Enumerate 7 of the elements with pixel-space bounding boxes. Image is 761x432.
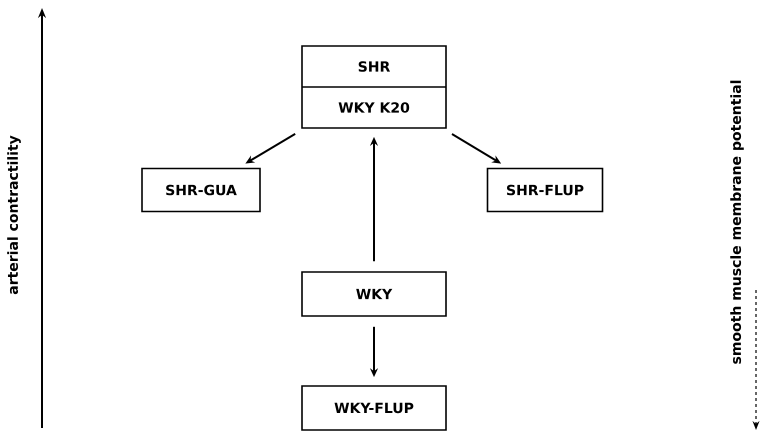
axis-label: smooth muscle membrane potential <box>730 80 744 364</box>
split-box: SHR WKY K20 <box>301 45 447 129</box>
label-box: WKY-FLUP <box>301 385 447 431</box>
label-box: WKY <box>301 271 447 317</box>
label-box: SHR-GUA <box>141 168 261 212</box>
label-box: SHR-FLUP <box>486 168 604 212</box>
axis-label: arterial contractility <box>7 136 21 294</box>
